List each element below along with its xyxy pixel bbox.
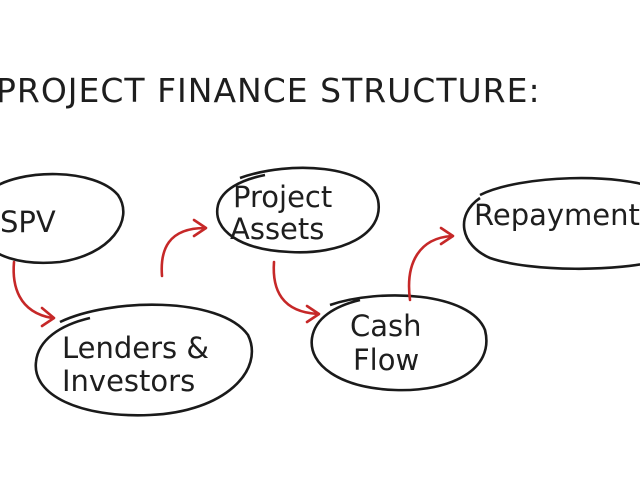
node-spv-label: SPV bbox=[0, 205, 56, 239]
node-cash-flow: Cash Flow bbox=[310, 294, 488, 392]
node-repayment: Repayment bbox=[462, 176, 640, 271]
node-spv: SPV bbox=[0, 172, 125, 265]
node-assets-label-line1: Project bbox=[233, 180, 332, 214]
node-repayment-label: Repayment bbox=[474, 198, 640, 232]
node-cashflow-label-line1: Cash bbox=[350, 309, 422, 343]
node-lenders-label-line2: Investors bbox=[62, 364, 195, 398]
diagram-title: PROJECT FINANCE STRUCTURE: bbox=[0, 71, 541, 110]
node-assets-outline bbox=[215, 166, 380, 254]
node-cashflow-label-line2: Flow bbox=[353, 343, 419, 377]
arrow-cashflow-to-repayment bbox=[407, 226, 455, 302]
arrow-lenders-to-assets bbox=[160, 218, 208, 278]
node-lenders-investors: Lenders & Investors bbox=[34, 303, 254, 417]
node-lenders-outline bbox=[34, 303, 254, 417]
node-repayment-outline bbox=[462, 176, 640, 271]
node-spv-outline bbox=[0, 172, 125, 265]
arrow-assets-to-cashflow bbox=[272, 260, 321, 324]
node-lenders-label-line1: Lenders & bbox=[62, 331, 209, 365]
arrow-spv-to-lenders bbox=[12, 260, 56, 328]
node-assets-label-line2: Assets bbox=[230, 212, 324, 246]
node-cashflow-outline bbox=[310, 294, 488, 392]
node-project-assets: Project Assets bbox=[215, 166, 380, 254]
